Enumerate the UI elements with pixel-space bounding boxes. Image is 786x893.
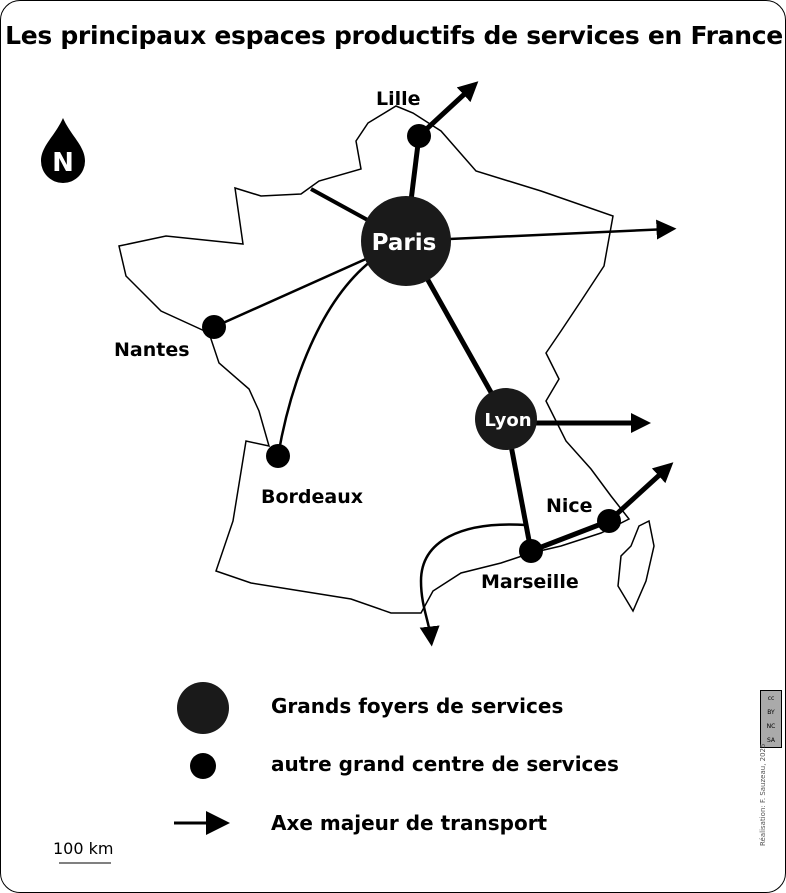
marseille-label: Marseille bbox=[481, 571, 579, 593]
north-icon: N bbox=[41, 118, 85, 183]
paris-marker[interactable] bbox=[361, 196, 451, 286]
legend-axis-label: Axe majeur de transport bbox=[271, 811, 548, 835]
paris-label: Paris bbox=[372, 230, 437, 256]
nice-label: Nice bbox=[546, 495, 593, 517]
lyon-marker[interactable] bbox=[475, 388, 537, 450]
bordeaux-label: Bordeaux bbox=[261, 486, 363, 508]
nice-marker[interactable] bbox=[597, 509, 621, 533]
lille-marker[interactable] bbox=[407, 124, 431, 148]
transport-axes bbox=[213, 81, 677, 647]
svg-text:N: N bbox=[52, 148, 74, 178]
corsica-outline bbox=[617, 519, 655, 613]
lille-label: Lille bbox=[376, 88, 421, 110]
legend-other-label: autre grand centre de services bbox=[271, 752, 619, 776]
scale-label: 100 km bbox=[53, 839, 114, 858]
legend-major-symbol bbox=[177, 682, 229, 734]
nantes-label: Nantes bbox=[114, 339, 190, 361]
nantes-marker[interactable] bbox=[202, 315, 226, 339]
bordeaux-marker[interactable] bbox=[266, 444, 290, 468]
legend-major-label: Grands foyers de services bbox=[271, 694, 564, 718]
lyon-label: Lyon bbox=[484, 410, 531, 431]
credit-text: Réalisation: F. Sauzeau, 2025 bbox=[759, 743, 767, 846]
map-title: Les principaux espaces productifs de ser… bbox=[5, 21, 783, 50]
france-outline bbox=[118, 105, 631, 614]
legend-other-symbol bbox=[190, 753, 216, 779]
marseille-marker[interactable] bbox=[519, 539, 543, 563]
